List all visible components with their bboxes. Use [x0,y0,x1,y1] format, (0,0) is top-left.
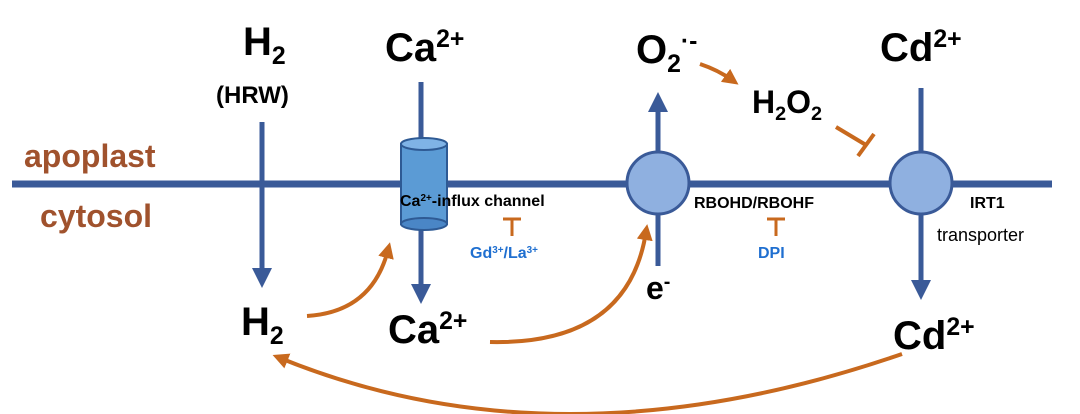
ca-top-label: Ca2+ [385,26,465,70]
cytosol-label: cytosol [40,198,153,234]
ca-influx-channel [400,137,448,231]
transporter-label: transporter [937,225,1025,245]
rboh-protein [625,150,691,216]
apoplast-label: apoplast [24,138,156,174]
gd-la-inhibition-bar [503,217,521,236]
superoxide-label: O2·- [636,28,698,78]
irt1-label: IRT1 [970,195,1005,212]
gd-la-inhibitor-label: Gd3+/La3+ [470,244,538,262]
h2o2-inhibition [834,125,876,158]
h2-top-label: H2 [243,20,286,70]
hrw-label: (HRW) [216,82,289,109]
cd-top-label: Cd2+ [880,26,962,70]
ca-to-rboh-arrow [489,224,653,345]
h2-to-channel-arrow [306,242,394,318]
dpi-inhibitor-label: DPI [758,245,785,262]
irt1-protein [888,150,954,216]
h2o2-label: H2O2 [752,84,823,125]
o2-to-h2o2-arrow [699,62,739,85]
electron-label: e- [646,270,671,306]
cd-bottom-label: Cd2+ [893,314,975,358]
channel-label: Ca2+-influx channel [400,192,545,210]
h2-bottom-label: H2 [241,300,284,350]
dpi-inhibition-bar [767,217,785,236]
cd-to-h2-arrow [272,352,903,414]
ca-bottom-label: Ca2+ [388,308,468,352]
rboh-label: RBOHD/RBOHF [694,195,814,212]
